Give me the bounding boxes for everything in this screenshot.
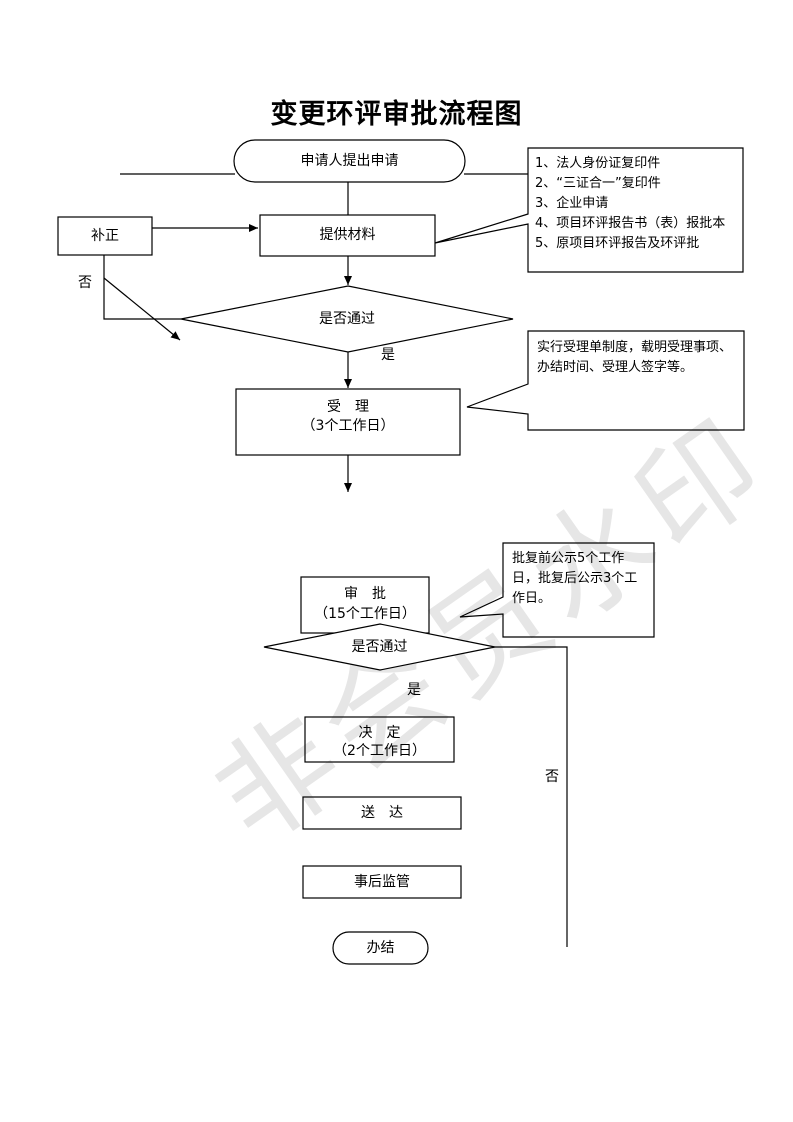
check2-diamond-shape — [263, 623, 496, 671]
materials-note: 1、法人身份证复印件 2、“三证合一”复印件 3、企业申请 4、项目环评报告书（… — [535, 154, 738, 268]
acceptance-note: 实行受理单制度，载明受理事项、办结时间、受理人签字等。 — [537, 340, 733, 375]
decide-box-shape — [304, 716, 455, 763]
deliver-label: 送 达 — [361, 805, 403, 821]
materials-item: 1、法人身份证复印件 — [535, 156, 661, 171]
end-terminal-shape — [332, 931, 429, 965]
supplement-node-label: 补正 — [91, 228, 119, 244]
decide-label-2: （2个工作日） — [333, 743, 426, 759]
acceptance-callout-shape — [466, 330, 745, 431]
materials-callout-shape — [434, 147, 744, 273]
deliver-box-shape — [302, 796, 462, 830]
edge-label-no-1: 否 — [78, 275, 92, 291]
materials-item: 4、项目环评报告书（表）报批本 — [535, 216, 726, 231]
decide-label-1: 决 定 — [358, 725, 401, 741]
supervise-label: 事后监管 — [354, 874, 410, 890]
materials-item: 5、原项目环评报告及环评批 — [535, 236, 700, 251]
check2-label: 是否通过 — [351, 639, 408, 655]
approve-label-2: （15个工作日） — [314, 606, 416, 622]
page-title: 变更环评审批流程图 — [270, 99, 523, 130]
edge-label-yes-2: 是 — [407, 682, 421, 698]
provide-node-label: 提供材料 — [319, 227, 376, 243]
supplement-box-shape — [57, 216, 153, 256]
check1-label: 是否通过 — [319, 311, 375, 327]
apply-node-label: 申请人提出申请 — [300, 153, 399, 169]
approve-label-1: 审 批 — [344, 586, 386, 602]
apply-terminal-shape — [233, 139, 466, 183]
edge-label-yes-1: 是 — [381, 347, 395, 363]
accept-label-1: 受 理 — [327, 399, 369, 415]
materials-item: 2、“三证合一”复印件 — [535, 176, 661, 191]
edge-check1-supplement — [103, 255, 181, 320]
edge-label-no-2: 否 — [545, 769, 559, 785]
end-node-label: 办结 — [366, 940, 395, 956]
edge-check2-no — [495, 646, 568, 947]
edge-no-arrow — [103, 277, 181, 341]
publicity-callout-shape — [459, 542, 655, 638]
supervise-box-shape — [302, 865, 462, 899]
accept-label-2: （3个工作日） — [301, 418, 395, 434]
materials-item: 3、企业申请 — [535, 196, 609, 211]
publicity-note: 批复前公示5个工作日，批复后公示3个工作日。 — [512, 551, 638, 606]
